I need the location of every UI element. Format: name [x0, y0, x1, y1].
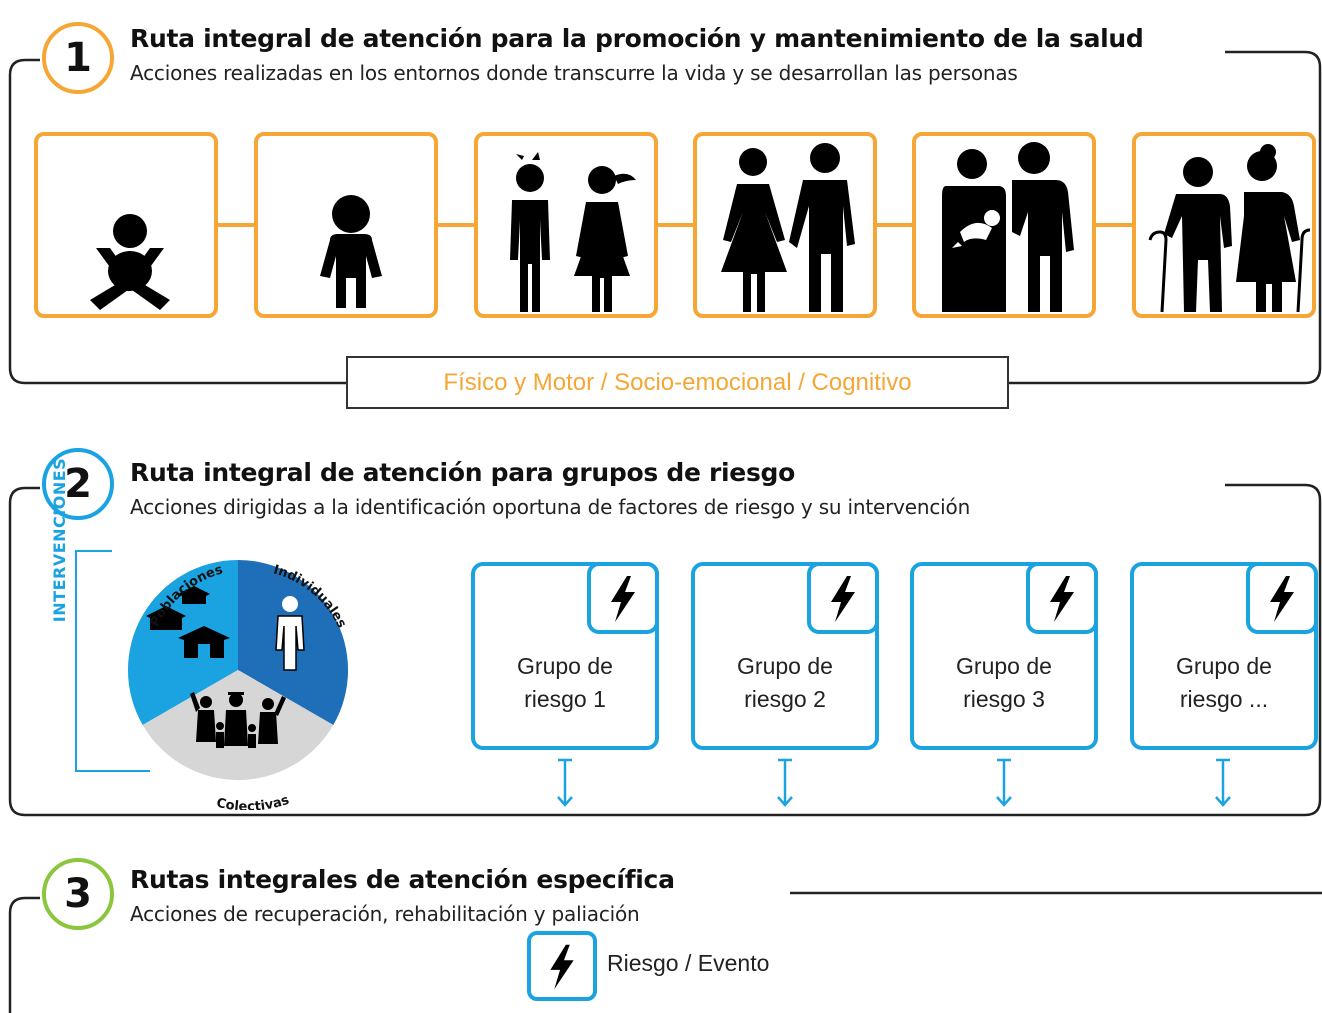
- section2-number: 2: [42, 448, 114, 520]
- risk-group-label-line2: riesgo 3: [963, 686, 1045, 712]
- risk-group-label-line2: riesgo 2: [744, 686, 826, 712]
- life-stage-baby: [34, 132, 218, 318]
- dimensions-label: Físico y Motor / Socio-emocional / Cogni…: [443, 368, 912, 396]
- interventions-pie: Poblaciones Individuales Colectivas: [127, 560, 349, 810]
- lightning-bolt-icon: [1050, 576, 1074, 622]
- adolescents-icon: [510, 152, 636, 312]
- baby-icon: [90, 214, 170, 310]
- bolt-tab: [587, 562, 659, 634]
- lightning-bolt-icon: [611, 576, 635, 622]
- down-arrow: [996, 758, 1012, 807]
- elderly-icon: [1148, 144, 1311, 313]
- section1-title: Ruta integral de atención para la promoc…: [130, 24, 1144, 53]
- risk-group-label-line1: Grupo de: [956, 653, 1052, 679]
- life-stage-adolescents: [474, 132, 658, 318]
- interventions-label: INTERVENCIONES: [50, 457, 69, 623]
- life-stage-young-adults: [693, 132, 877, 318]
- interventions-bracket: [75, 550, 150, 772]
- risk-group-label-line1: Grupo de: [1176, 653, 1272, 679]
- risk-group-card: Grupo de riesgo 3: [910, 562, 1098, 750]
- risk-group-label-line1: Grupo de: [737, 653, 833, 679]
- bolt-tab: [1246, 562, 1318, 634]
- life-stage-child: [254, 132, 438, 318]
- section1-frame: [8, 50, 1322, 385]
- risk-group-card: Grupo de riesgo 1: [471, 562, 659, 750]
- section1-number: 1: [42, 22, 114, 94]
- pie-label-collective: Colectivas: [215, 793, 291, 810]
- life-stage-elderly: [1132, 132, 1316, 318]
- legend-bolt-box: [527, 931, 597, 1001]
- risk-group-label-line1: Grupo de: [517, 653, 613, 679]
- adults-icon: [942, 142, 1074, 312]
- life-stage-adults: [912, 132, 1096, 318]
- houses-icon: [146, 586, 230, 658]
- legend-label: Riesgo / Evento: [607, 950, 770, 976]
- collective-people-icon: [190, 692, 286, 748]
- section3-number: 3: [42, 858, 114, 930]
- section3-frame: [8, 891, 1322, 1013]
- child-icon: [320, 195, 382, 308]
- pie-slice-populations: [127, 560, 238, 725]
- lightning-bolt-icon: [831, 576, 855, 622]
- young-adults-icon: [721, 143, 855, 312]
- individual-person-icon: [275, 596, 305, 671]
- risk-group-label-line2: riesgo 1: [524, 686, 606, 712]
- bolt-tab: [807, 562, 879, 634]
- bolt-tab: [1026, 562, 1098, 634]
- section3-subtitle: Acciones de recuperación, rehabilitación…: [130, 902, 640, 926]
- lightning-bolt-icon: [550, 944, 574, 990]
- section2-subtitle: Acciones dirigidas a la identificación o…: [130, 495, 971, 519]
- down-arrow: [777, 758, 793, 807]
- down-arrow: [557, 758, 573, 807]
- lightning-bolt-icon: [1270, 576, 1294, 622]
- risk-group-card: Grupo de riesgo ...: [1130, 562, 1318, 750]
- risk-group-label-line2: riesgo ...: [1179, 686, 1269, 712]
- section2-title: Ruta integral de atención para grupos de…: [130, 458, 796, 487]
- down-arrow: [1215, 758, 1231, 807]
- dimensions-box: Físico y Motor / Socio-emocional / Cogni…: [346, 356, 1009, 409]
- section2-frame: [8, 483, 1322, 817]
- infant-in-arms: [952, 210, 1000, 248]
- section1-subtitle: Acciones realizadas en los entornos dond…: [130, 61, 1018, 85]
- section3-title: Rutas integrales de atención específica: [130, 865, 675, 894]
- risk-group-card: Grupo de riesgo 2: [691, 562, 879, 750]
